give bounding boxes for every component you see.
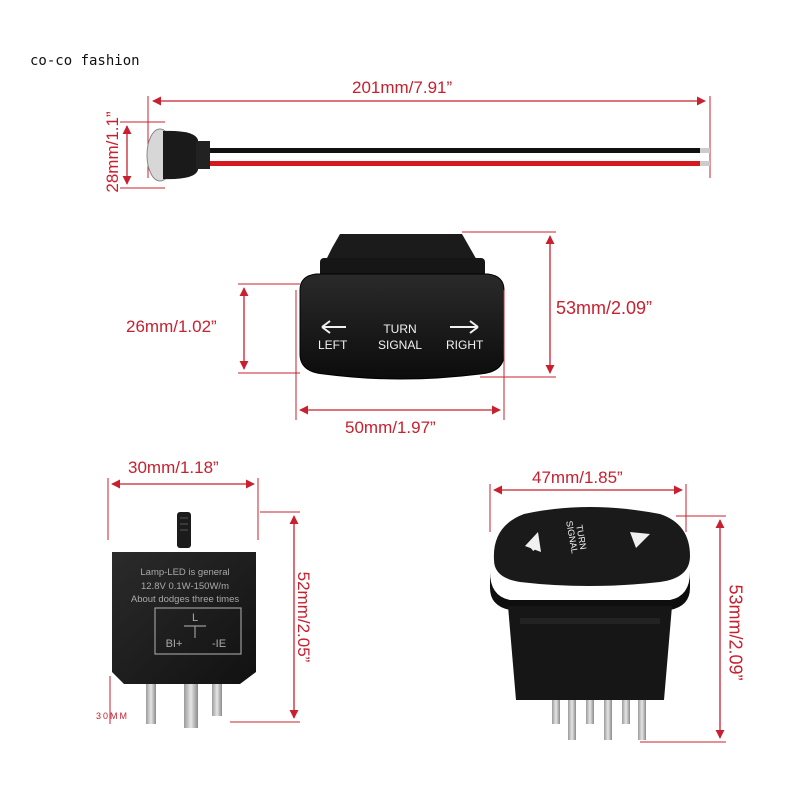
relay-pin-b: BI+ xyxy=(165,638,183,650)
switch-front-face xyxy=(299,273,505,380)
switch-turn-text: TURN xyxy=(383,322,417,336)
switch-angle-rocker xyxy=(493,507,690,586)
brand-label: co-co fashion xyxy=(30,53,140,69)
relay-pin-l: L xyxy=(191,612,199,624)
switch-angle-housing xyxy=(508,606,672,700)
lamp-length-label: 201mm/7.91” xyxy=(352,78,453,97)
relay-line1: Lamp-LED is general xyxy=(140,567,230,578)
down-arrow-icon xyxy=(630,532,650,548)
relay-height-label: 52mm/2.05” xyxy=(294,571,313,663)
switch-face-height-label: 26mm/1.02” xyxy=(126,317,217,336)
switch-signal-text: SIGNAL xyxy=(377,338,422,352)
switch-angle-group xyxy=(489,484,726,743)
relay-line2: 12.8V 0.1W-150W/m xyxy=(140,581,229,592)
relay-group xyxy=(107,478,300,728)
lamp-group xyxy=(120,96,711,189)
lamp-neck xyxy=(196,141,210,169)
switch-angle-height-label: 53mm/2.09” xyxy=(725,584,746,681)
switch-right-text: RIGHT xyxy=(446,338,484,352)
relay-pin-box xyxy=(154,607,242,655)
lamp-grommet xyxy=(163,130,198,180)
relay-body xyxy=(112,552,256,684)
wire-red xyxy=(210,161,710,166)
lamp-diameter-label: 28mm/1.1” xyxy=(103,111,122,193)
switch-front-width-label: 50mm/1.97” xyxy=(345,418,436,437)
switch-front-height-label: 53mm/2.09” xyxy=(556,298,653,318)
wire-black xyxy=(210,148,710,153)
right-arrow-icon xyxy=(469,320,479,334)
switch-angle-width-label: 47mm/1.85” xyxy=(532,468,623,487)
relay-line3: About dodges three times xyxy=(130,594,240,605)
relay-depth-label: 30MM xyxy=(96,711,130,721)
relay-pin-e: -IE xyxy=(211,638,227,650)
switch-left-text: LEFT xyxy=(318,338,348,352)
switch-front-group xyxy=(238,231,556,420)
left-arrow-icon xyxy=(321,320,331,334)
relay-width-label: 30mm/1.18” xyxy=(128,458,219,477)
